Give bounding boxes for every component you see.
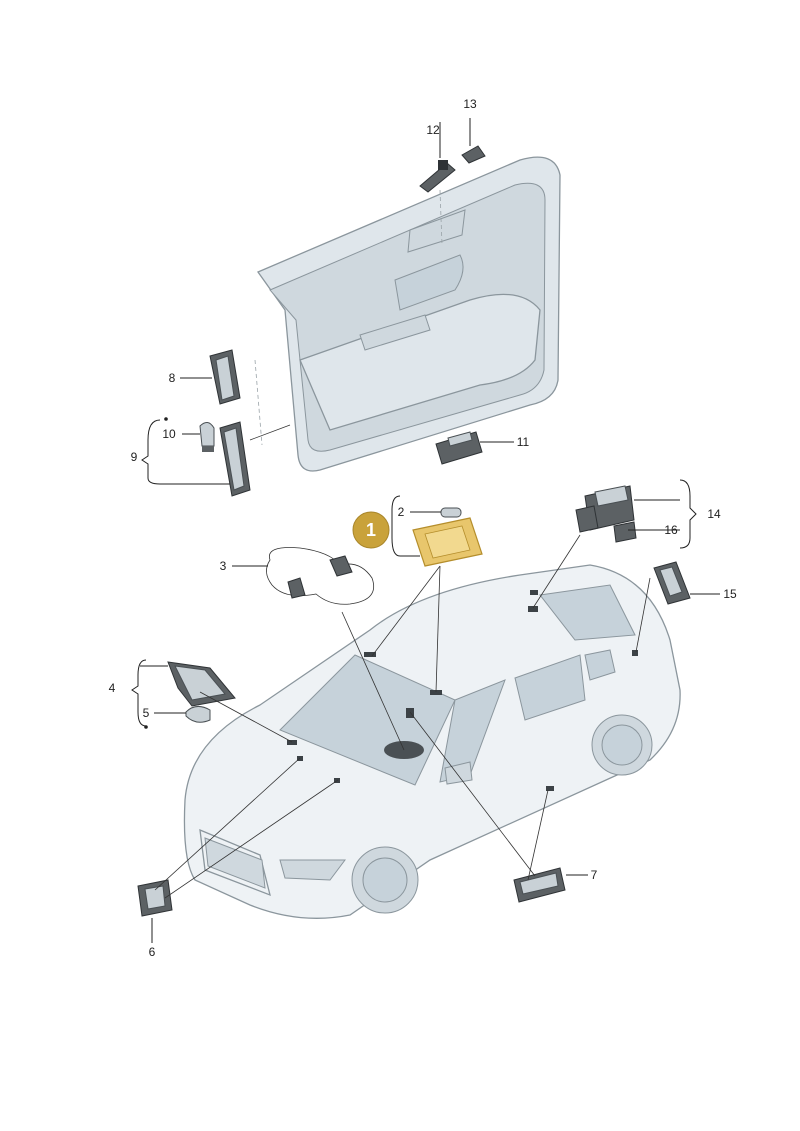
callout-labels: 13 12 8 10 9 11 2 3 4 5 6 7 14 16 15 <box>109 97 737 959</box>
callout-9: 9 <box>131 450 138 464</box>
part-4-icon <box>167 661 236 707</box>
part-8-icon <box>209 349 241 405</box>
callout-11: 11 <box>517 435 530 449</box>
part-12-icon <box>419 160 456 193</box>
part-13-icon <box>461 145 486 164</box>
part-6-icon <box>137 879 173 917</box>
part-2-bulb-icon <box>440 507 462 518</box>
callout-12: 12 <box>426 123 440 137</box>
callout-15: 15 <box>723 587 737 601</box>
callout-6: 6 <box>149 945 156 959</box>
part-15-icon <box>653 561 691 605</box>
callout-10: 10 <box>162 427 176 441</box>
callout-3: 3 <box>220 559 227 573</box>
callout-16: 16 <box>664 523 678 537</box>
callout-14: 14 <box>707 507 721 521</box>
callout-4: 4 <box>109 681 116 695</box>
door-panel <box>254 156 561 472</box>
callout-13: 13 <box>463 97 477 111</box>
part-9-icon <box>219 421 251 497</box>
callout-5: 5 <box>143 706 150 720</box>
part-3-icon <box>266 547 375 605</box>
part-10-bulb-icon <box>199 422 215 452</box>
part-16-icon <box>613 521 637 543</box>
part-1-highlighted-icon <box>412 517 483 567</box>
callout-2: 2 <box>398 505 405 519</box>
callout-7: 7 <box>591 868 598 882</box>
highlight-badge: 1 <box>352 511 390 549</box>
part-11-icon <box>435 431 483 465</box>
part-14-icon <box>575 485 635 533</box>
part-7-icon <box>513 867 566 903</box>
leader-lines <box>131 118 720 943</box>
callout-8: 8 <box>169 371 176 385</box>
part-5-bulb-icon <box>185 706 211 723</box>
highlight-badge-number: 1 <box>366 520 376 540</box>
